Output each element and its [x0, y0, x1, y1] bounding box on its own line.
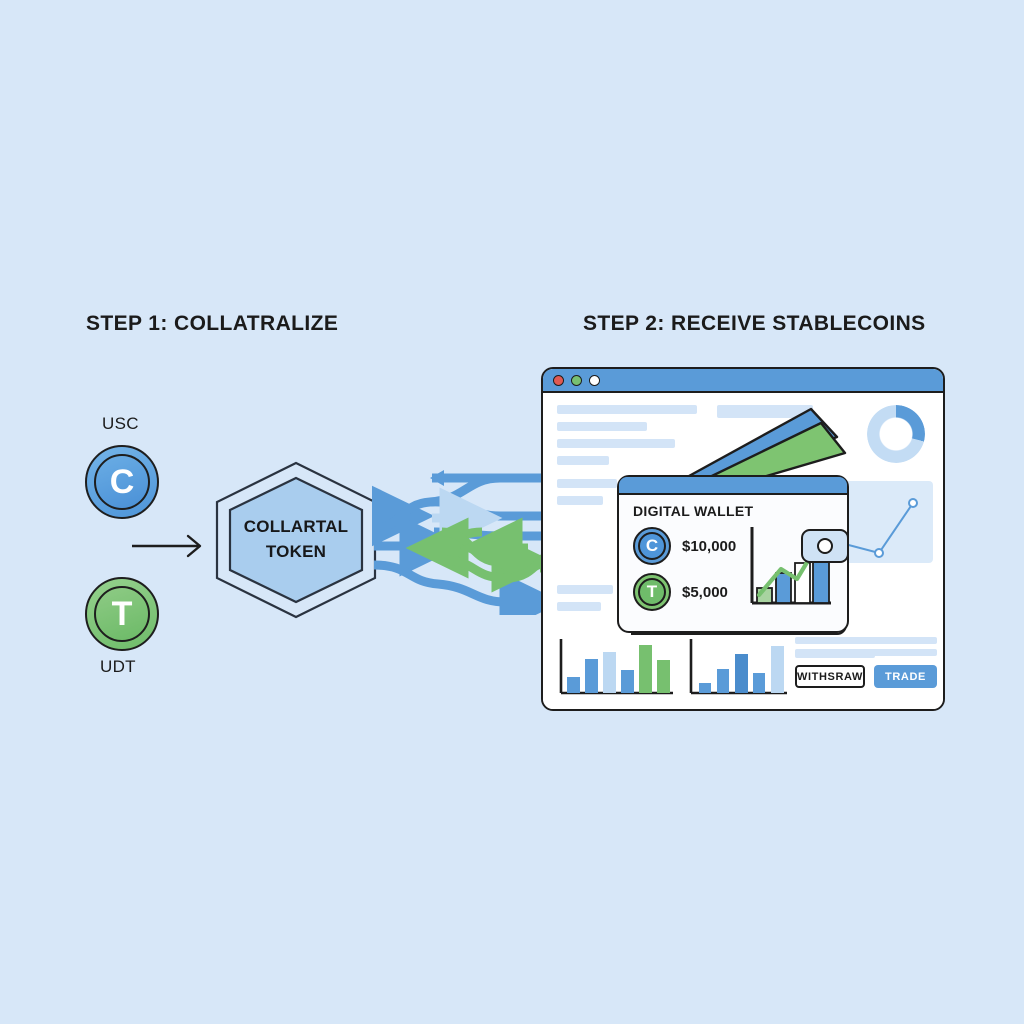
donut-chart: [867, 405, 925, 463]
wallet-token-c-glyph: C: [638, 532, 666, 560]
right-arrow-icon: [132, 534, 202, 558]
wallet-clasp-hole: [817, 538, 833, 554]
placeholder-line: [557, 496, 603, 505]
token-usc-inner: C: [94, 454, 150, 510]
placeholder-line: [795, 637, 937, 644]
wallet-clasp-icon: [801, 529, 849, 563]
wallet-title: DIGITAL WALLET: [633, 503, 754, 519]
browser-titlebar: [543, 369, 943, 393]
browser-window[interactable]: DIGITAL WALLET C $10,000 T $5,000: [541, 367, 945, 711]
wallet-top-band: [619, 477, 847, 495]
wallet-balance-amount: $10,000: [682, 537, 737, 555]
token-label-usc: USC: [102, 414, 139, 433]
placeholder-line: [557, 585, 613, 594]
placeholder-line: [557, 456, 609, 465]
wallet-balance-amount: $5,000: [682, 583, 728, 601]
withdraw-button[interactable]: WITHSRAW: [795, 665, 865, 688]
close-dot-icon[interactable]: [553, 374, 564, 386]
placeholder-line: [557, 405, 697, 414]
placeholder-line: [717, 405, 813, 418]
placeholder-line: [557, 602, 601, 611]
browser-content: DIGITAL WALLET C $10,000 T $5,000: [543, 393, 943, 709]
token-usc-glyph: C: [109, 463, 135, 501]
token-udt: T: [85, 577, 159, 651]
wallet-balance-row: T $5,000: [633, 573, 728, 611]
token-udt-inner: T: [94, 586, 150, 642]
minimize-dot-icon[interactable]: [571, 374, 582, 386]
wallet-growth-chart: [750, 527, 831, 605]
maximize-dot-icon[interactable]: [589, 374, 600, 386]
wallet-balance-row: C $10,000: [633, 527, 736, 565]
wallet-token-t-glyph: T: [638, 578, 666, 606]
placeholder-line: [795, 651, 875, 658]
token-usc: C: [85, 445, 159, 519]
mini-line-chart-panel: [833, 481, 933, 563]
token-udt-glyph: T: [111, 595, 133, 633]
wallet-token-t: T: [633, 573, 671, 611]
placeholder-line: [557, 422, 647, 431]
placeholder-line: [557, 479, 617, 488]
collateral-token-hexagon: COLLARTAL TOKEN: [212, 460, 380, 620]
step-1-title: STEP 1: COLLATRALIZE: [86, 312, 339, 335]
step-2-title: STEP 2: RECEIVE STABLECOINS: [583, 312, 926, 335]
wallet-token-c: C: [633, 527, 671, 565]
placeholder-line: [557, 439, 675, 448]
trade-button[interactable]: TRADE: [874, 665, 937, 688]
bottom-left-bar-chart: [559, 639, 673, 695]
token-label-udt: UDT: [100, 657, 136, 676]
bottom-right-bar-chart: [689, 639, 787, 695]
